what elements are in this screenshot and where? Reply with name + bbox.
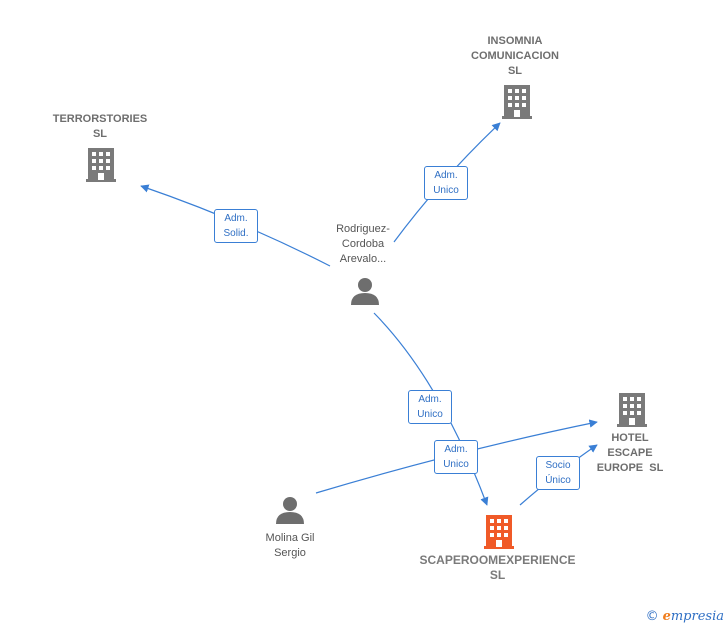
label-line: EUROPE SL [596, 462, 664, 474]
node-label-scaperoom[interactable]: SCAPEROOMEXPERIENCE SL [405, 553, 590, 583]
label-line: Adm. [434, 170, 458, 181]
label-line: Arevalo... [339, 253, 387, 265]
label-line: Molina Gil [265, 532, 315, 544]
label-line: Unico [417, 409, 443, 420]
edge-label-socio-unico[interactable]: Socio Único [536, 456, 580, 490]
building-icon[interactable] [484, 515, 514, 549]
label-line: TERRORSTORIES [52, 113, 148, 125]
label-line: Unico [433, 185, 459, 196]
empresia-watermark: ©empresia [646, 609, 724, 624]
node-label-molina[interactable]: Molina Gil Sergio [245, 531, 335, 561]
label-line: INSOMNIA [487, 35, 543, 47]
brand-name: mpresia [670, 609, 724, 624]
copyright-symbol: © [645, 609, 659, 624]
building-icon[interactable] [502, 85, 532, 119]
label-line: Cordoba [341, 238, 385, 250]
node-label-rodriguez[interactable]: Rodriguez- Cordoba Arevalo... [318, 222, 408, 267]
label-line: Solid. [223, 228, 249, 239]
brand-initial: e [662, 609, 671, 624]
label-line: SL [92, 128, 108, 140]
node-label-hotel[interactable]: HOTEL ESCAPE EUROPE SL [585, 431, 675, 476]
person-icon[interactable] [351, 278, 379, 305]
label-line: Rodriguez- [336, 223, 390, 235]
label-line: Socio [545, 460, 571, 471]
label-line: HOTEL [611, 432, 649, 444]
label-line: Único [545, 475, 571, 486]
label-line: Unico [443, 459, 469, 470]
edge-label-adm-unico-scaperoom[interactable]: Adm. Unico [408, 390, 452, 424]
edge-label-adm-unico-hotel[interactable]: Adm. Unico [434, 440, 478, 474]
person-icon[interactable] [276, 497, 304, 524]
label-line: SCAPEROOMEXPERIENCE [419, 553, 576, 567]
edge-label-adm-solid[interactable]: Adm. Solid. [214, 209, 258, 243]
label-line: COMUNICACION [471, 50, 559, 62]
label-line: Adm. [444, 444, 468, 455]
node-label-terrorstories[interactable]: TERRORSTORIES SL [40, 112, 160, 142]
label-line: ESCAPE [607, 447, 653, 459]
building-icon[interactable] [86, 148, 116, 182]
label-line: SL [507, 65, 523, 77]
node-label-insomnia[interactable]: INSOMNIA COMUNICACION SL [455, 34, 575, 79]
label-line: Adm. [418, 394, 442, 405]
label-line: Adm. [224, 213, 248, 224]
label-line: Sergio [274, 547, 306, 559]
label-line: SL [489, 568, 506, 582]
edge-label-adm-unico-insomnia[interactable]: Adm. Unico [424, 166, 468, 200]
building-icon[interactable] [617, 393, 647, 427]
